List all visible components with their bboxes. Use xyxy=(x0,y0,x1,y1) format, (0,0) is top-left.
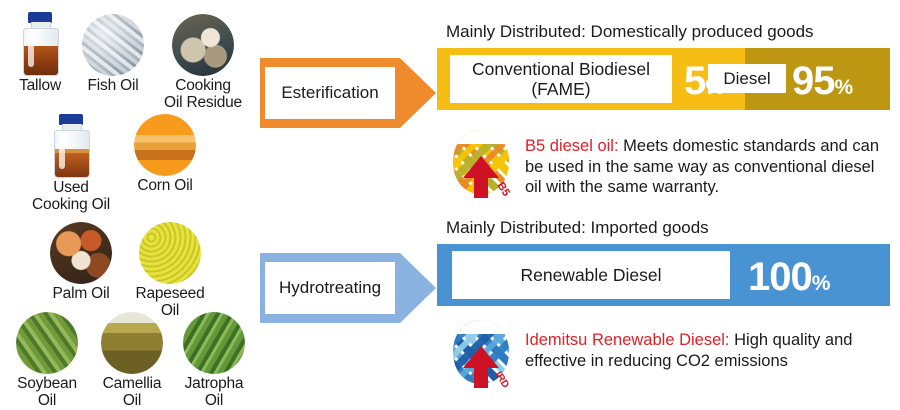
feedstock-label: Corn Oil xyxy=(137,177,193,194)
bottle-used-cooking-oil-icon xyxy=(40,112,102,178)
process-label-esterification: Esterification xyxy=(264,66,396,120)
bottle-tallow-icon xyxy=(9,10,71,76)
fish-oil-icon xyxy=(82,14,144,76)
ird-note: Idemitsu Renewable Diesel: High quality … xyxy=(525,330,893,371)
feedstock-label: Jatropha Oil xyxy=(184,375,244,409)
fame-heading: Mainly Distributed: Domestically produce… xyxy=(446,22,814,41)
arrow-head-icon xyxy=(400,58,436,128)
renewable-value: 100 xyxy=(748,255,813,299)
fame-biodiesel-value: 5 xyxy=(684,59,706,103)
feedstock-item-rapeseed-oil: Rapeseed Oil xyxy=(128,222,212,319)
arrow-head-icon xyxy=(400,253,436,323)
b5-logo-mark: B5 xyxy=(453,130,512,198)
feedstock-item-camellia-oil: Camellia Oil xyxy=(90,312,174,409)
fame-biodiesel-segment: Conventional Biodiesel (FAME) 5% xyxy=(437,48,745,110)
feedstock-label: Tallow xyxy=(19,77,61,94)
jatropha-oil-icon xyxy=(183,312,245,374)
percent-symbol-icon: % xyxy=(834,76,854,99)
renewable-blend-bar: Renewable Diesel 100% xyxy=(437,244,890,306)
feedstock-label: Soybean Oil xyxy=(17,375,77,409)
feedstock-item-tallow: Tallow xyxy=(4,10,76,94)
percent-symbol-icon: % xyxy=(811,272,831,295)
feedstock-column: Tallow Fish Oil Cooking Oil Residue Used… xyxy=(0,0,258,410)
feedstock-label: Cooking Oil Residue xyxy=(164,77,242,111)
process-label-hydrotreating: Hydrotreating xyxy=(264,261,396,315)
palm-oil-icon xyxy=(50,222,112,284)
renewable-heading: Mainly Distributed: Imported goods xyxy=(446,218,709,237)
fame-diesel-percent: 95% xyxy=(792,59,854,104)
cooking-oil-residue-icon xyxy=(172,14,234,76)
fame-blend-bar: Conventional Biodiesel (FAME) 5% Diesel … xyxy=(437,48,890,110)
ird-arrow-up-icon xyxy=(463,346,499,388)
fame-diesel-value: 95 xyxy=(792,59,835,103)
ird-note-body: High quality and effective in reducing C… xyxy=(525,331,853,370)
soybean-oil-icon xyxy=(16,312,78,374)
process-arrow-esterification: Esterification xyxy=(260,58,436,128)
feedstock-item-palm-oil: Palm Oil xyxy=(40,222,122,302)
ird-note-lead: Idemitsu Renewable Diesel: xyxy=(525,331,730,349)
ird-logo: IRD xyxy=(450,318,512,388)
process-arrow-hydrotreating: Hydrotreating xyxy=(260,253,436,323)
feedstock-item-used-cooking-oil: Used Cooking Oil xyxy=(26,112,116,213)
fame-diesel-segment: Diesel 95% xyxy=(708,48,890,110)
svg-text:B5: B5 xyxy=(494,180,512,198)
feedstock-item-cooking-oil-residue: Cooking Oil Residue xyxy=(153,14,253,111)
feedstock-item-corn-oil: Corn Oil xyxy=(120,114,210,194)
feedstock-label: Used Cooking Oil xyxy=(32,179,110,213)
b5-note: B5 diesel oil: Meets domestic standards … xyxy=(525,136,893,198)
feedstock-label: Fish Oil xyxy=(87,77,139,94)
fame-product-box: Conventional Biodiesel (FAME) xyxy=(450,55,672,103)
rapeseed-oil-icon xyxy=(139,222,201,284)
b5-note-body: Meets domestic standards and can be used… xyxy=(525,137,880,196)
fame-diesel-chip-label: Diesel xyxy=(723,68,771,88)
camellia-oil-icon xyxy=(101,312,163,374)
b5-note-lead: B5 diesel oil: xyxy=(525,137,619,155)
feedstock-label: Palm Oil xyxy=(52,285,110,302)
ird-logo-mark: IRD xyxy=(453,320,511,388)
renewable-product-label: Renewable Diesel xyxy=(520,264,662,285)
b5-arrow-up-icon xyxy=(463,156,499,198)
feedstock-item-jatropha-oil: Jatropha Oil xyxy=(172,312,256,409)
b5-logo: B5 xyxy=(450,128,512,198)
feedstock-label: Rapeseed Oil xyxy=(135,285,205,319)
renewable-product-box: Renewable Diesel xyxy=(452,251,730,299)
renewable-percent: 100% xyxy=(748,255,831,300)
fame-product-label: Conventional Biodiesel (FAME) xyxy=(471,59,651,99)
fame-diesel-chip: Diesel xyxy=(708,64,786,93)
corn-oil-icon xyxy=(134,114,196,176)
feedstock-label: Camellia Oil xyxy=(102,375,162,409)
feedstock-item-fish-oil: Fish Oil xyxy=(76,14,150,94)
feedstock-item-soybean-oil: Soybean Oil xyxy=(6,312,88,409)
